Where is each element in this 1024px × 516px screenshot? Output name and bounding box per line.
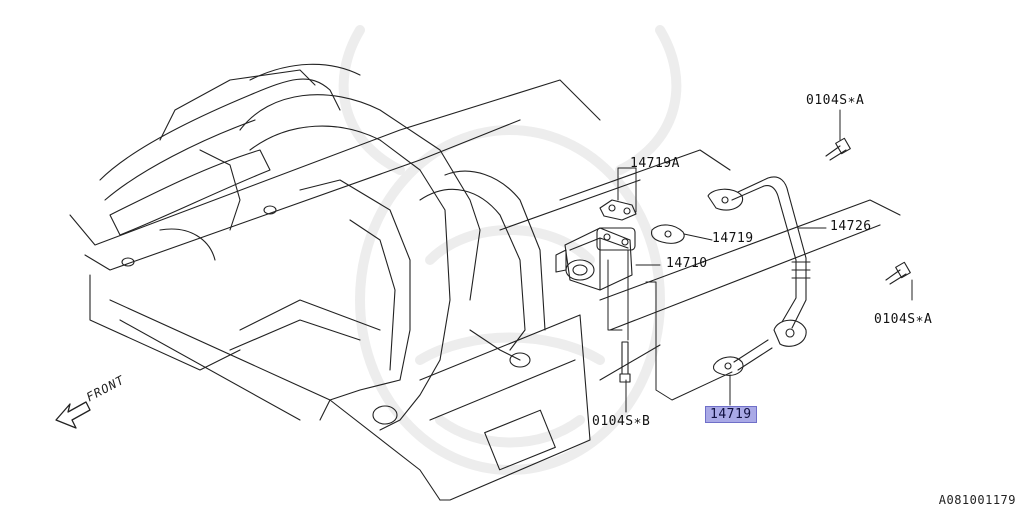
part-callout-egr-valve-14710[interactable]: 14710	[666, 256, 708, 271]
leader-lines	[607, 109, 913, 413]
egr-valve-drawing	[555, 227, 636, 291]
intake-manifold	[99, 63, 546, 431]
front-arrow-icon	[55, 401, 91, 429]
part-callout-gasket-lower-highlighted[interactable]: 14719	[705, 406, 757, 423]
watermark	[338, 25, 682, 475]
part-callout-bolt-b[interactable]: 0104S∗B	[592, 414, 651, 429]
part-callout-bolt-a-top[interactable]: 0104S∗A	[806, 93, 865, 108]
part-callout-bolt-a-right[interactable]: 0104S∗A	[874, 312, 933, 327]
egr-pipe-drawing	[707, 176, 811, 371]
part-callout-gasket-14719a[interactable]: 14719A	[630, 156, 680, 171]
bolt-drawings	[619, 137, 911, 383]
part-callout-gasket-upper[interactable]: 14719	[712, 231, 754, 246]
gasket-drawings	[599, 199, 744, 376]
diagram-id-code: A081001179	[938, 493, 1016, 507]
engine-block	[69, 79, 901, 501]
part-callout-pipe-14726[interactable]: 14726	[830, 219, 872, 234]
